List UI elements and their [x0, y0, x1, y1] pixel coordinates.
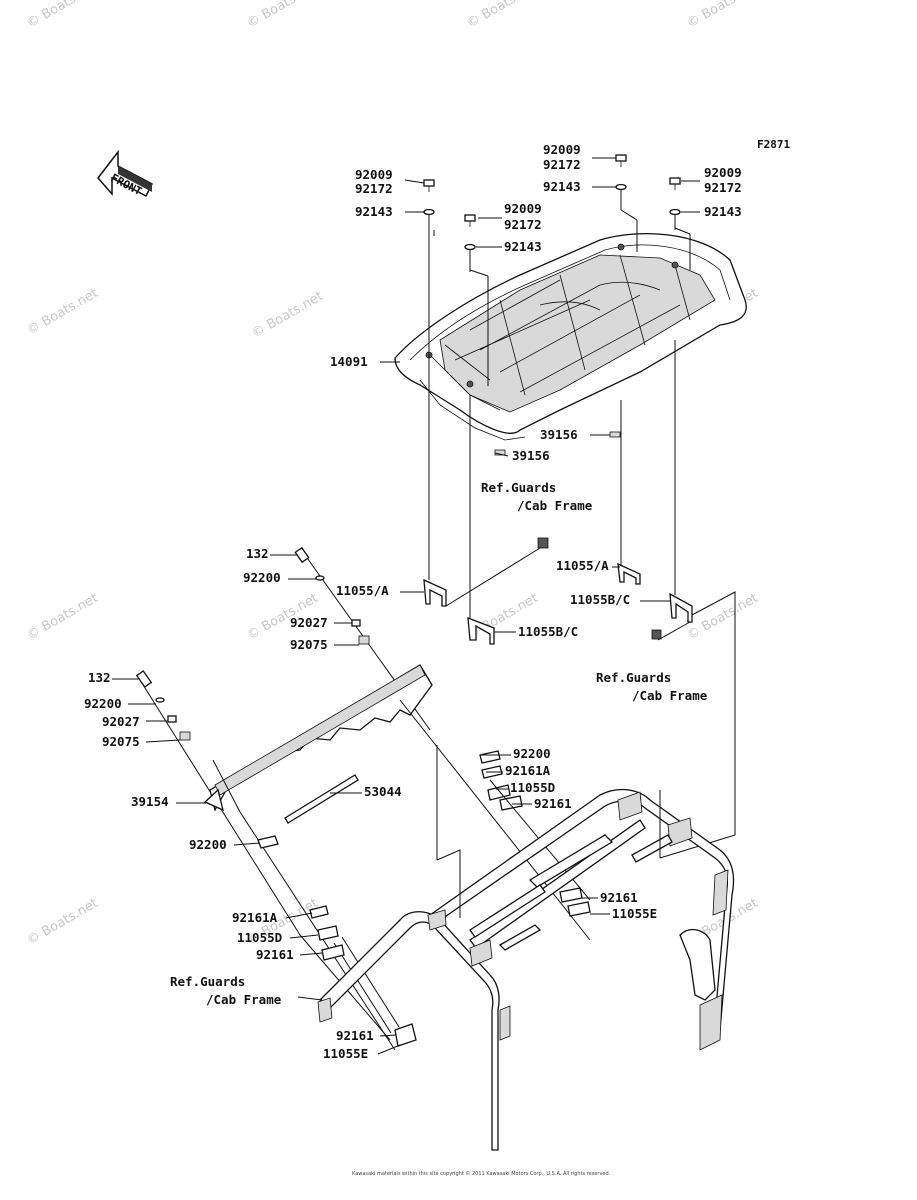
watermark: © Boats.net — [250, 289, 326, 342]
ref-label-2-line1: Ref.Guards — [596, 670, 671, 685]
label-14091: 14091 — [330, 354, 368, 369]
brackets — [423, 537, 693, 645]
label-92143-b: 92143 — [504, 239, 542, 254]
label-92009-b: 92009 — [504, 201, 542, 216]
watermark: © Boats.net — [685, 0, 761, 31]
watermark: © Boats.net — [25, 0, 101, 31]
label-11055bc-b: 11055B/C — [570, 592, 630, 607]
label-11055a-b: 11055/A — [556, 558, 609, 573]
label-11055e-b: 11055E — [323, 1046, 368, 1061]
label-92161a-b: 92161A — [232, 910, 278, 925]
label-132-b: 132 — [88, 670, 111, 685]
ref-label-1-line2: /Cab Frame — [517, 498, 593, 513]
watermark: © Boats.net — [25, 286, 101, 339]
label-92161-a: 92161 — [534, 796, 572, 811]
label-92200-b: 92200 — [84, 696, 122, 711]
label-92027-b: 92027 — [102, 714, 140, 729]
label-11055a-a: 11055/A — [336, 583, 389, 598]
label-92200-d: 92200 — [513, 746, 551, 761]
watermark: © Boats.net — [25, 896, 101, 949]
label-92161-d: 92161 — [336, 1028, 374, 1043]
cab-frame — [297, 745, 735, 1151]
ref-outline — [445, 547, 736, 859]
leader-lines — [380, 157, 700, 620]
ref-label-3-line2: /Cab Frame — [206, 992, 282, 1007]
label-92027-a: 92027 — [290, 615, 328, 630]
ref-label-1-line1: Ref.Guards — [481, 480, 556, 495]
roof-panel — [394, 232, 747, 456]
ref-label-3-line1: Ref.Guards — [170, 974, 245, 989]
label-11055e-a: 11055E — [612, 906, 657, 921]
copyright-text: Kawasaki materials within this site copy… — [352, 1170, 611, 1177]
label-92143-a: 92143 — [355, 204, 393, 219]
label-92172-b: 92172 — [504, 217, 542, 232]
label-92172-a: 92172 — [355, 181, 393, 196]
label-39156-a: 39156 — [540, 427, 578, 442]
part-labels: 92009 92172 92143 92009 92172 92143 9200… — [84, 142, 742, 1061]
label-11055d-a: 11055D — [510, 780, 555, 795]
label-92009-d: 92009 — [704, 165, 742, 180]
label-92200-c: 92200 — [189, 837, 227, 852]
label-11055d-b: 11055D — [237, 930, 282, 945]
figure-code: F2871 — [757, 138, 790, 151]
label-92200-a: 92200 — [243, 570, 281, 585]
label-92143-c: 92143 — [543, 179, 581, 194]
label-92161a-a: 92161A — [505, 763, 551, 778]
label-39156-b: 39156 — [512, 448, 550, 463]
label-92075-a: 92075 — [290, 637, 328, 652]
label-92161-c: 92161 — [256, 947, 294, 962]
label-92161-b: 92161 — [600, 890, 638, 905]
label-53044: 53044 — [364, 784, 402, 799]
label-39154: 39154 — [131, 794, 169, 809]
visor-panel — [203, 664, 433, 824]
ref-label-2-line2: /Cab Frame — [632, 688, 708, 703]
label-92172-d: 92172 — [704, 180, 742, 195]
label-92009-c: 92009 — [543, 142, 581, 157]
label-11055bc-a: 11055B/C — [518, 624, 578, 639]
lower-struts — [212, 699, 591, 1051]
left-strut — [135, 546, 431, 936]
watermark: © Boats.net — [245, 0, 321, 31]
label-92075-b: 92075 — [102, 734, 140, 749]
watermark: © Boats.net — [25, 591, 101, 644]
label-92172-c: 92172 — [543, 157, 581, 172]
front-arrow-icon: FRONT — [97, 149, 153, 198]
label-92143-d: 92143 — [704, 204, 742, 219]
label-132-a: 132 — [246, 546, 269, 561]
watermark: © Boats.net — [465, 0, 541, 31]
label-92009-a: 92009 — [355, 167, 393, 182]
